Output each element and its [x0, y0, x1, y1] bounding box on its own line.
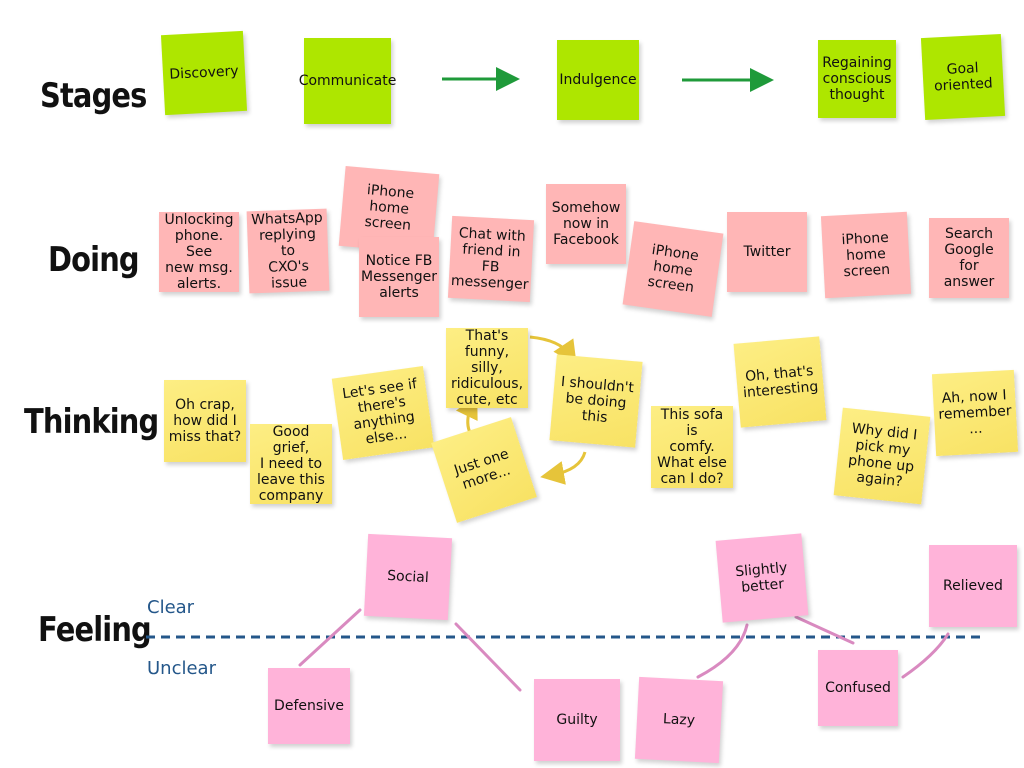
doing-note[interactable]: Twitter [727, 212, 807, 292]
doing-note[interactable]: Search Google for answer [929, 218, 1009, 298]
cycle-arrow-2 [540, 451, 587, 485]
doing-note[interactable]: Somehow now in Facebook [546, 184, 626, 264]
thinking-note[interactable]: That's funny, silly, ridiculous, cute, e… [446, 328, 528, 408]
thinking-note[interactable]: Ah, now I remember ... [931, 369, 1019, 457]
stage-note[interactable]: Goal oriented [920, 33, 1006, 121]
connector-social-guilty [454, 622, 522, 692]
thinking-note[interactable]: Oh crap, how did I miss that? [164, 380, 246, 462]
stage-note[interactable]: Communicate [299, 38, 396, 124]
thinking-note[interactable]: Oh, that's interesting [733, 336, 827, 428]
connector-confused-relieved [901, 632, 950, 679]
feeling-note-guilty[interactable]: Guilty [534, 679, 620, 761]
axis-label-unclear: Unclear [147, 658, 216, 679]
feeling-note-confused[interactable]: Confused [818, 650, 898, 726]
feeling-note-lazy[interactable]: Lazy [634, 676, 724, 764]
axis-label-clear: Clear [147, 597, 195, 618]
stage-note[interactable]: Discovery [160, 30, 248, 116]
doing-note[interactable]: WhatsApp replying to CXO's issue [246, 208, 330, 294]
feeling-note-social[interactable]: Social [363, 533, 453, 621]
connector-lazy-better [696, 623, 749, 679]
thinking-note[interactable]: I shouldn't be doing this [549, 354, 643, 448]
row-label-doing: Doing [48, 240, 140, 280]
row-label-thinking: Thinking [24, 402, 159, 442]
doing-note[interactable]: Notice FB Messenger alerts [359, 237, 439, 317]
thinking-note[interactable]: Good grief, I need to leave this company [250, 424, 332, 504]
thinking-note[interactable]: Just one more... [431, 417, 537, 523]
connector-defensive-social [298, 608, 362, 667]
doing-note[interactable]: iPhone home screen [820, 211, 912, 299]
stage-note[interactable]: Regaining conscious thought [818, 40, 896, 118]
row-label-feeling: Feeling [38, 610, 152, 650]
stage-note[interactable]: Indulgence [557, 40, 639, 120]
doing-note[interactable]: Unlocking phone. See new msg. alerts. [159, 212, 239, 292]
feeling-note-slightly-better[interactable]: Slightly better [715, 533, 809, 623]
row-label-stages: Stages [40, 76, 147, 116]
feeling-note-relieved[interactable]: Relieved [929, 545, 1017, 627]
cycle-arrow-1 [529, 335, 577, 365]
connector-better-confused [794, 615, 855, 645]
doing-note[interactable]: iPhone home screen [622, 221, 724, 317]
thinking-note[interactable]: Let's see if there's anything else... [331, 365, 435, 461]
thinking-note[interactable]: Why did I pick my phone up again? [833, 407, 931, 505]
thinking-note[interactable]: This sofa is comfy. What else can I do? [651, 406, 733, 488]
feeling-note-defensive[interactable]: Defensive [268, 668, 350, 744]
doing-note[interactable]: Chat with friend in FB messenger [447, 215, 535, 303]
